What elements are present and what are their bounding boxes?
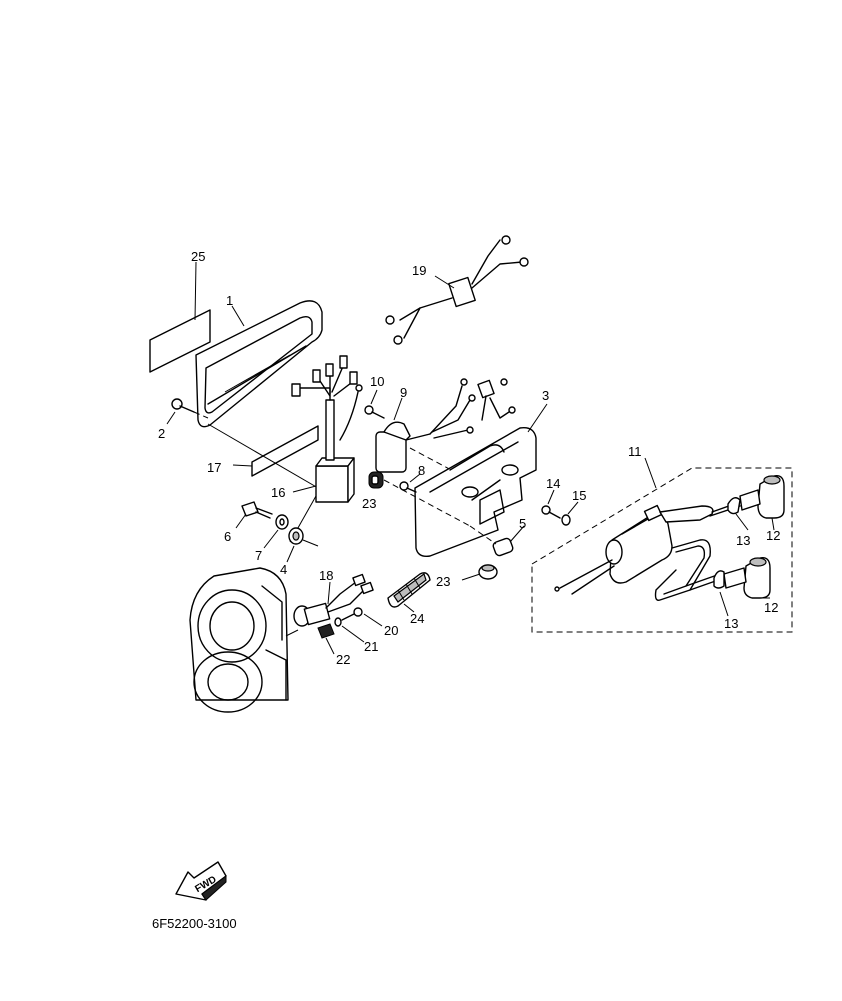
part-11-ignition-coil-group <box>531 457 793 633</box>
part-10-screw <box>364 389 385 419</box>
part-1-cover <box>195 300 323 428</box>
part-25-label-sticker <box>149 261 211 373</box>
label-5: 5 <box>519 516 526 531</box>
label-10: 10 <box>370 374 384 389</box>
label-2: 2 <box>158 426 165 441</box>
label-22: 22 <box>336 652 350 667</box>
part-2-screw <box>166 398 209 425</box>
label-9: 9 <box>400 385 407 400</box>
part-18-sensor <box>293 573 374 627</box>
part-23-grommet-bottom <box>461 564 498 581</box>
label-16: 16 <box>271 485 285 500</box>
part-20-screw <box>341 607 383 627</box>
label-3: 3 <box>542 388 549 403</box>
part-9-rectifier <box>375 378 476 481</box>
figure-code: 6F52200-3100 <box>152 916 237 931</box>
label-14: 14 <box>546 476 560 491</box>
label-20: 20 <box>384 623 398 638</box>
part-15-washer <box>561 501 579 526</box>
label-24: 24 <box>410 611 424 626</box>
part-14-screw <box>541 489 561 519</box>
label-23-bottom: 23 <box>436 574 450 589</box>
label-25: 25 <box>191 249 205 264</box>
part-5-collar <box>469 525 525 557</box>
label-17: 17 <box>207 460 221 475</box>
part-8-screw <box>399 473 421 493</box>
part-22-clamp <box>285 623 335 655</box>
label-19: 19 <box>412 263 426 278</box>
part-number-labels: 25 1 2 17 16 19 10 9 3 8 23 5 23 6 7 4 1… <box>158 249 780 667</box>
label-1: 1 <box>226 293 233 308</box>
label-15: 15 <box>572 488 586 503</box>
part-16-cdi-unit <box>289 355 363 543</box>
label-12-top: 12 <box>766 528 780 543</box>
part-7-washer <box>263 514 289 549</box>
label-23-top: 23 <box>362 496 376 511</box>
label-11: 11 <box>628 444 642 459</box>
part-17-plate <box>207 423 326 493</box>
label-21: 21 <box>364 639 378 654</box>
part-19-wire-lead <box>385 235 529 345</box>
label-7: 7 <box>255 548 262 563</box>
part-6-bolt <box>235 501 273 529</box>
label-4: 4 <box>280 562 287 577</box>
part-4-collar <box>286 527 319 563</box>
fwd-arrow-icon: FWD <box>175 861 227 901</box>
label-13-bottom: 13 <box>724 616 738 631</box>
label-13-top: 13 <box>736 533 750 548</box>
part-24-sleeve <box>387 572 431 613</box>
part-21-washer <box>334 617 365 643</box>
label-18: 18 <box>319 568 333 583</box>
part-23-grommet-top <box>368 471 471 527</box>
part-3-bracket <box>414 378 548 558</box>
label-8: 8 <box>418 463 425 478</box>
crankcase-partial <box>189 567 289 713</box>
label-6: 6 <box>224 529 231 544</box>
label-12-bottom: 12 <box>764 600 778 615</box>
